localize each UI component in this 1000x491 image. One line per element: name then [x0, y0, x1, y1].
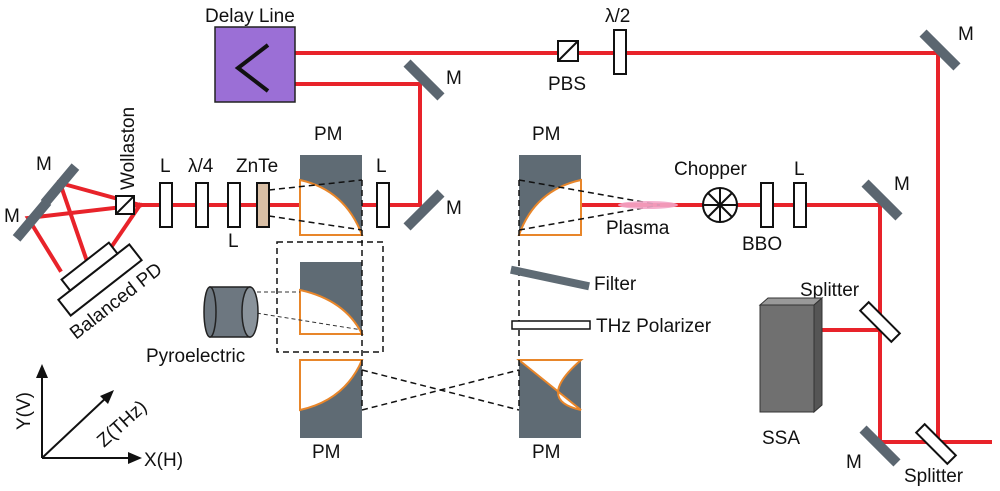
- filter-label: Filter: [594, 274, 637, 295]
- pm-label-top-right: PM: [532, 124, 561, 145]
- mirror-delay-return[interactable]: [403, 59, 445, 101]
- pm-flip-pyro[interactable]: [299, 262, 364, 335]
- laser-beam-path: [24, 51, 992, 444]
- pm-top-left[interactable]: [299, 155, 364, 236]
- pm-label-bottom-left: PM: [312, 442, 341, 463]
- pm-label-top-left: PM: [314, 124, 343, 145]
- plasma-spot: [618, 201, 678, 209]
- bbo-crystal[interactable]: [760, 182, 774, 228]
- mirror-label-probe: M: [446, 198, 462, 219]
- thz-beam-path: [249, 179, 661, 411]
- pbs-label: PBS: [548, 74, 586, 95]
- lens-label-pump: L: [794, 159, 805, 180]
- znte-crystal[interactable]: [256, 182, 270, 228]
- mirror-probe-down[interactable]: [403, 189, 445, 231]
- axis-z-label: Z(THz): [93, 397, 151, 452]
- lens-pump[interactable]: [793, 182, 807, 228]
- mirror-label-bottom: M: [846, 452, 862, 473]
- mirror-pump-right[interactable]: [861, 179, 903, 221]
- splitter-bottom[interactable]: [914, 422, 958, 466]
- thz-filter[interactable]: [510, 265, 590, 291]
- pm-bottom-right[interactable]: [516, 359, 584, 438]
- mirror-label-delay: M: [446, 68, 462, 89]
- axis-x-label: X(H): [144, 450, 183, 471]
- mirror-left-bottom[interactable]: [12, 198, 52, 242]
- ssa-box[interactable]: [758, 296, 824, 414]
- bbo-label: BBO: [742, 234, 782, 255]
- lens-probe-focus[interactable]: [376, 182, 390, 228]
- wollaston-prism[interactable]: [115, 195, 135, 215]
- ssa-label: SSA: [762, 428, 800, 449]
- axis-y-label: Y(V): [14, 392, 35, 430]
- pm-top-right[interactable]: [517, 155, 582, 236]
- splitter-ssa[interactable]: [858, 300, 902, 344]
- mirror-top-right[interactable]: [919, 29, 961, 71]
- thz-polarizer[interactable]: [511, 320, 591, 330]
- splitter-label-bottom: Splitter: [904, 466, 964, 487]
- splitter-label-ssa: Splitter: [800, 280, 860, 301]
- lens-label-probe: L: [228, 231, 239, 252]
- quarter-wave-label: λ/4: [188, 156, 214, 177]
- mirror-label-left-bottom: M: [4, 206, 20, 227]
- quarter-wave-plate[interactable]: [195, 182, 209, 228]
- wollaston-label: Wollaston: [118, 107, 139, 190]
- half-wave-label: λ/2: [605, 6, 630, 27]
- pbs-cube[interactable]: [557, 40, 579, 62]
- coordinate-axes: [36, 364, 142, 464]
- mirror-left-top[interactable]: [40, 163, 80, 207]
- thz-polarizer-label: THz Polarizer: [596, 316, 712, 337]
- mirror-label-pump: M: [894, 174, 910, 195]
- chopper-label: Chopper: [674, 159, 748, 180]
- mirror-label-top-right: M: [958, 24, 974, 45]
- lens-label-probe-focus: L: [376, 156, 387, 177]
- balanced-photodetector[interactable]: [50, 233, 144, 317]
- pm-label-bottom-right: PM: [532, 442, 561, 463]
- mirror-bottom[interactable]: [859, 425, 901, 467]
- lens-probe[interactable]: [227, 182, 241, 228]
- chopper-wheel[interactable]: [702, 187, 738, 223]
- znte-label: ZnTe: [236, 156, 278, 177]
- delay-line[interactable]: [214, 26, 296, 103]
- half-wave-plate[interactable]: [613, 29, 627, 75]
- pyroelectric-detector[interactable]: [203, 286, 259, 338]
- lens-label-detection: L: [160, 156, 171, 177]
- lens-detection[interactable]: [159, 182, 173, 228]
- mirror-label-left-top: M: [36, 154, 52, 175]
- pyroelectric-label: Pyroelectric: [146, 346, 245, 367]
- plasma-label: Plasma: [606, 218, 670, 239]
- pm-bottom-left[interactable]: [299, 359, 364, 438]
- delay-line-label: Delay Line: [205, 6, 295, 27]
